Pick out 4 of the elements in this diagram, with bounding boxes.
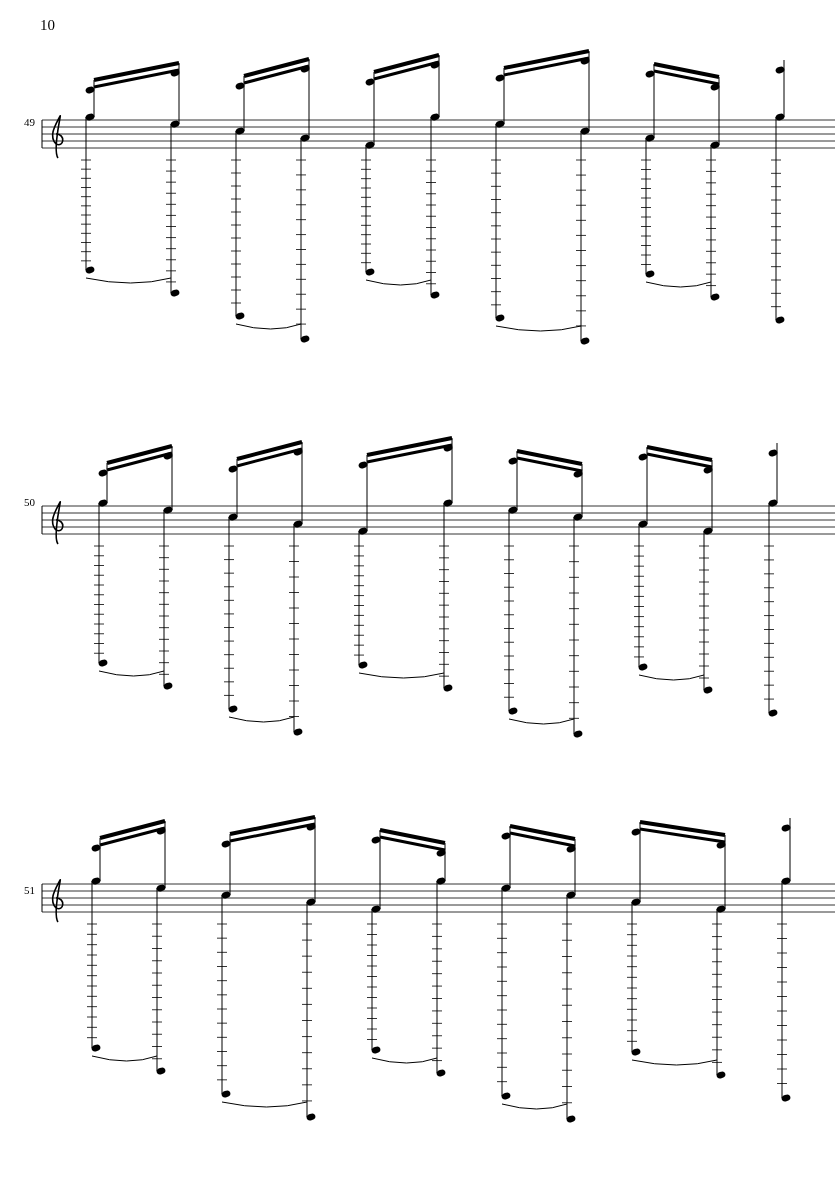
- measure-number: 51: [24, 885, 35, 896]
- measure-number: 50: [24, 497, 35, 508]
- measure-number: 49: [24, 117, 35, 128]
- page-number: 10: [40, 18, 55, 33]
